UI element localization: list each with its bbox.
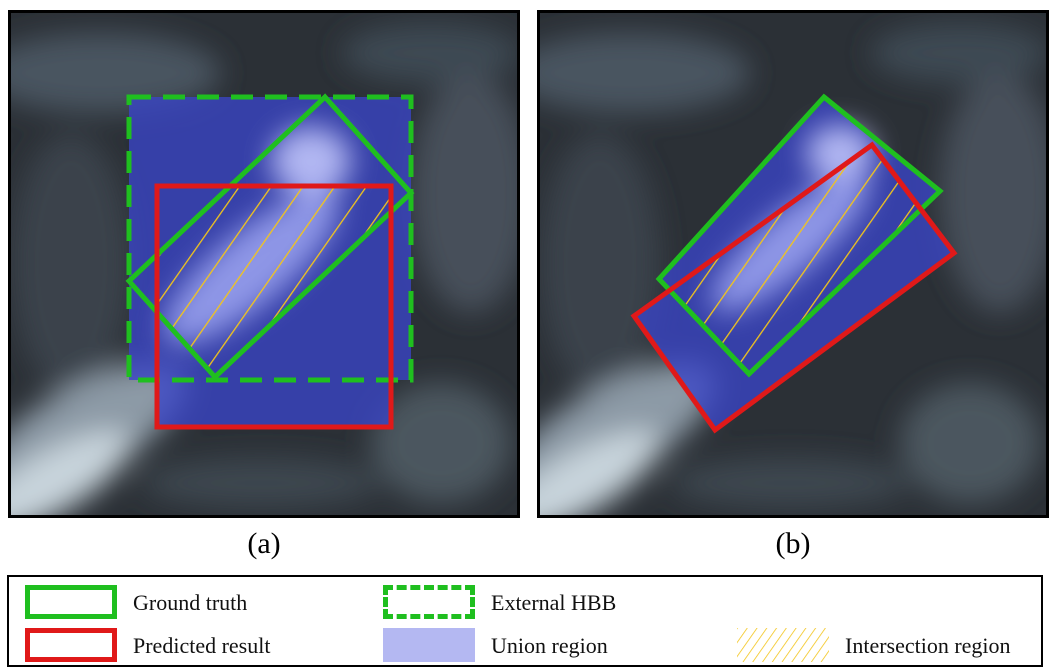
legend: Ground truth Predicted result External H… xyxy=(7,575,1043,667)
intersection-region-swatch xyxy=(737,628,829,662)
panel-a-figure xyxy=(11,13,517,515)
ground-truth-box xyxy=(655,93,944,378)
legend-union-region-label: Union region xyxy=(491,633,608,658)
external-hbb-box xyxy=(126,94,414,383)
legend-predicted-result-label: Predicted result xyxy=(133,633,271,658)
ground-truth-box xyxy=(125,93,415,381)
panel-a-image xyxy=(8,10,520,518)
background-texture xyxy=(11,13,517,515)
ground-truth-swatch xyxy=(25,585,117,619)
predicted-box xyxy=(154,183,394,430)
background-texture xyxy=(540,13,1046,515)
predicted-box xyxy=(630,141,958,434)
external-hbb-swatch xyxy=(383,585,475,619)
panel-b-figure xyxy=(540,13,1046,515)
legend-ground-truth-label: Ground truth xyxy=(133,590,248,615)
caption-b: (b) xyxy=(775,527,811,560)
legend-intersection-region-label: Intersection region xyxy=(845,633,1011,658)
legend-external-hbb-label: External HBB xyxy=(491,590,617,615)
caption-a: (a) xyxy=(247,527,281,560)
predicted-result-swatch xyxy=(25,628,117,662)
panel-b-image xyxy=(537,10,1049,518)
union-region-swatch xyxy=(383,628,475,662)
